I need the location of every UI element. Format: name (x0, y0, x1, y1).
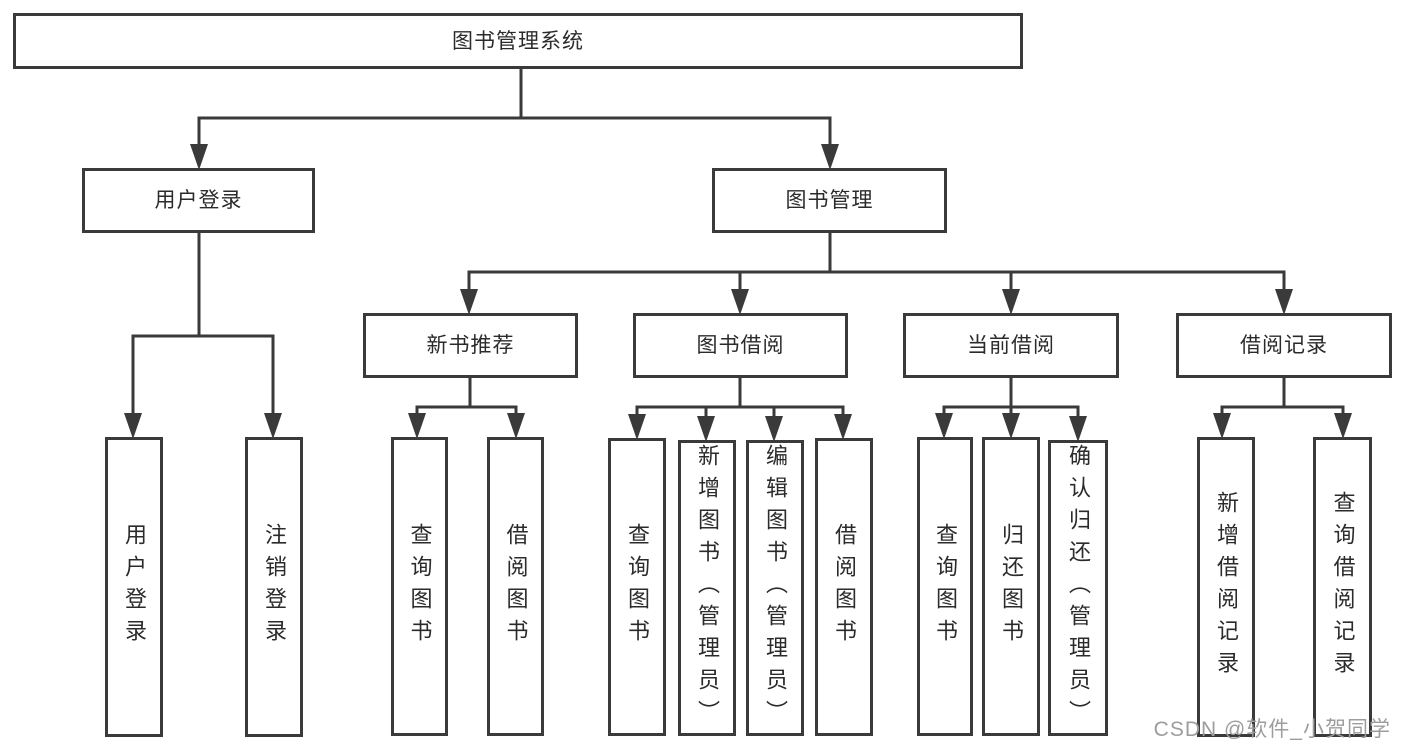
node-leaf-edit-book: 编辑图书（管理员） (746, 440, 804, 736)
node-leaf-confirm-return: 确认归还（管理员） (1048, 440, 1108, 736)
node-leaf-logout: 注销登录 (245, 437, 303, 737)
node-current-borrow: 当前借阅 (903, 313, 1119, 378)
node-leaf-return-book: 归还图书 (982, 437, 1040, 736)
node-leaf-query-book-2: 查询图书 (608, 438, 666, 736)
node-new-book-recommend: 新书推荐 (363, 313, 578, 378)
node-book-management: 图书管理 (712, 168, 947, 233)
node-leaf-user-login: 用户登录 (105, 437, 163, 737)
node-leaf-borrow-book-1: 借阅图书 (487, 437, 544, 736)
node-leaf-borrow-book-2: 借阅图书 (815, 438, 873, 736)
node-user-login-group: 用户登录 (82, 168, 315, 233)
node-root: 图书管理系统 (13, 13, 1023, 69)
node-book-borrow: 图书借阅 (633, 313, 848, 378)
node-leaf-add-book: 新增图书（管理员） (678, 440, 736, 736)
node-borrow-records: 借阅记录 (1176, 313, 1392, 378)
node-leaf-query-book-3: 查询图书 (917, 437, 973, 736)
node-leaf-query-borrow-record: 查询借阅记录 (1313, 437, 1372, 737)
node-leaf-query-book-1: 查询图书 (391, 437, 448, 736)
node-leaf-add-borrow-record: 新增借阅记录 (1197, 437, 1255, 737)
watermark: CSDN @软件_小贺同学 (1153, 718, 1391, 741)
